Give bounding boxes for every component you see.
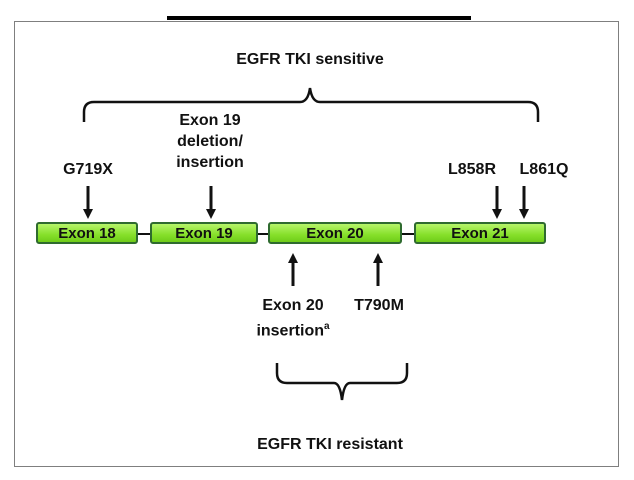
- footnote-marker: a: [324, 321, 330, 332]
- g719x-label: G719X: [63, 161, 113, 178]
- exon-21-box: Exon 21: [414, 222, 546, 244]
- exon19-label-line1: Exon 19: [179, 112, 241, 129]
- exon-20-box: Exon 20: [268, 222, 402, 244]
- exon-link-20-21: [401, 233, 415, 235]
- exon-18-box: Exon 18: [36, 222, 138, 244]
- exon-19-label: Exon 19: [175, 224, 233, 242]
- top-bar: [167, 16, 471, 20]
- exon19-label-line2: deletion/: [177, 133, 243, 150]
- exon-18-label: Exon 18: [58, 224, 116, 242]
- exon-19-box: Exon 19: [150, 222, 258, 244]
- exon-link-18-19: [137, 233, 151, 235]
- exon19-label-line3: insertion: [176, 154, 244, 171]
- l858r-label: L858R: [447, 161, 497, 178]
- sensitive-label: EGFR TKI sensitive: [236, 51, 384, 68]
- exon20-insertion-label-line1: Exon 20: [262, 297, 324, 314]
- exon-21-label: Exon 21: [451, 224, 509, 242]
- exon-link-19-20: [257, 233, 269, 235]
- resistant-brace: [275, 363, 409, 401]
- exon20-insertion-label-line2: insertiona: [248, 317, 338, 340]
- exon20-insertion-word: insertion: [256, 322, 324, 340]
- l861q-label: L861Q: [519, 161, 569, 178]
- sensitive-brace: [82, 87, 540, 122]
- figure-frame: [14, 21, 619, 467]
- resistant-label: EGFR TKI resistant: [257, 436, 403, 453]
- t790m-label: T790M: [354, 297, 404, 314]
- exon-20-label: Exon 20: [306, 224, 364, 242]
